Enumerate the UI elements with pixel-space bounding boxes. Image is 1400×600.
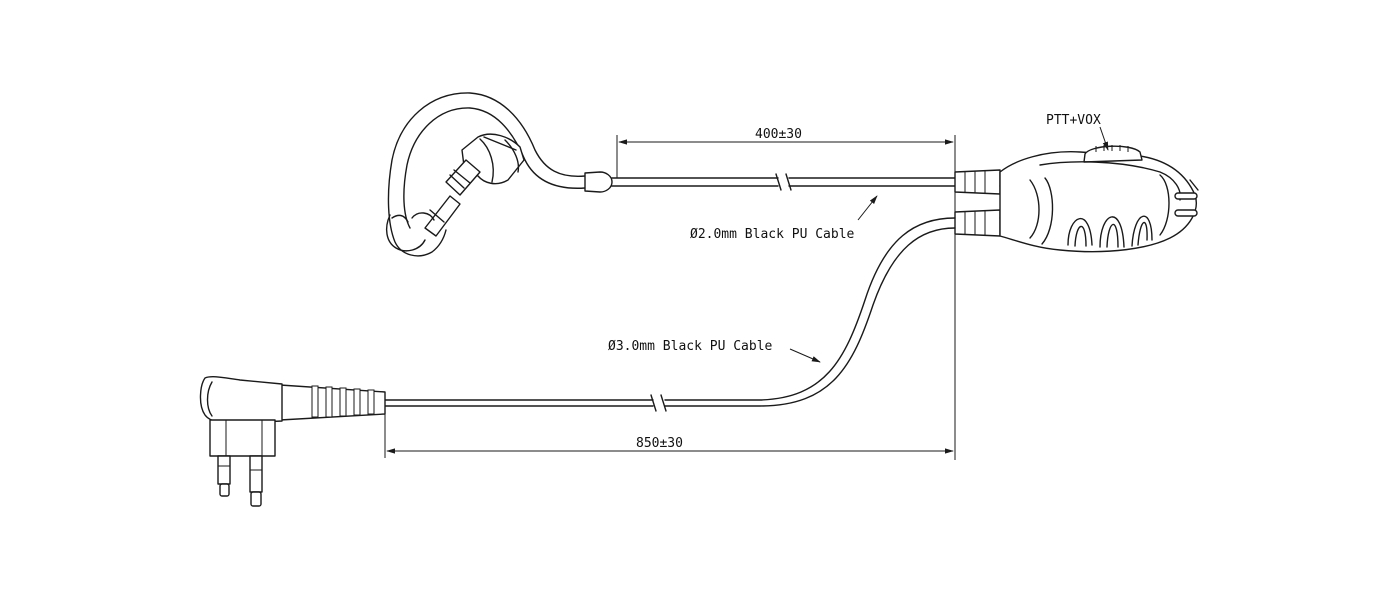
lower-cable <box>384 217 956 412</box>
ear-hook-earpiece <box>385 92 613 257</box>
lower-cable-leader <box>789 348 821 363</box>
upper-cable-label: Ø2.0mm Black PU Cable <box>690 227 855 242</box>
dimension-400-label: 400±30 <box>755 127 802 142</box>
ptt-vox-unit <box>954 145 1199 253</box>
dimension-850 <box>384 406 954 458</box>
lower-cable-label: Ø3.0mm Black PU Cable <box>608 339 773 354</box>
ptt-vox-label: PTT+VOX <box>1046 113 1101 128</box>
dimension-850-label: 850±30 <box>636 436 683 451</box>
radio-plug <box>199 376 386 507</box>
upper-cable-leader <box>857 195 878 221</box>
dimension-400 <box>616 135 956 460</box>
ptt-leader <box>1099 126 1109 151</box>
upper-cable <box>611 173 959 191</box>
